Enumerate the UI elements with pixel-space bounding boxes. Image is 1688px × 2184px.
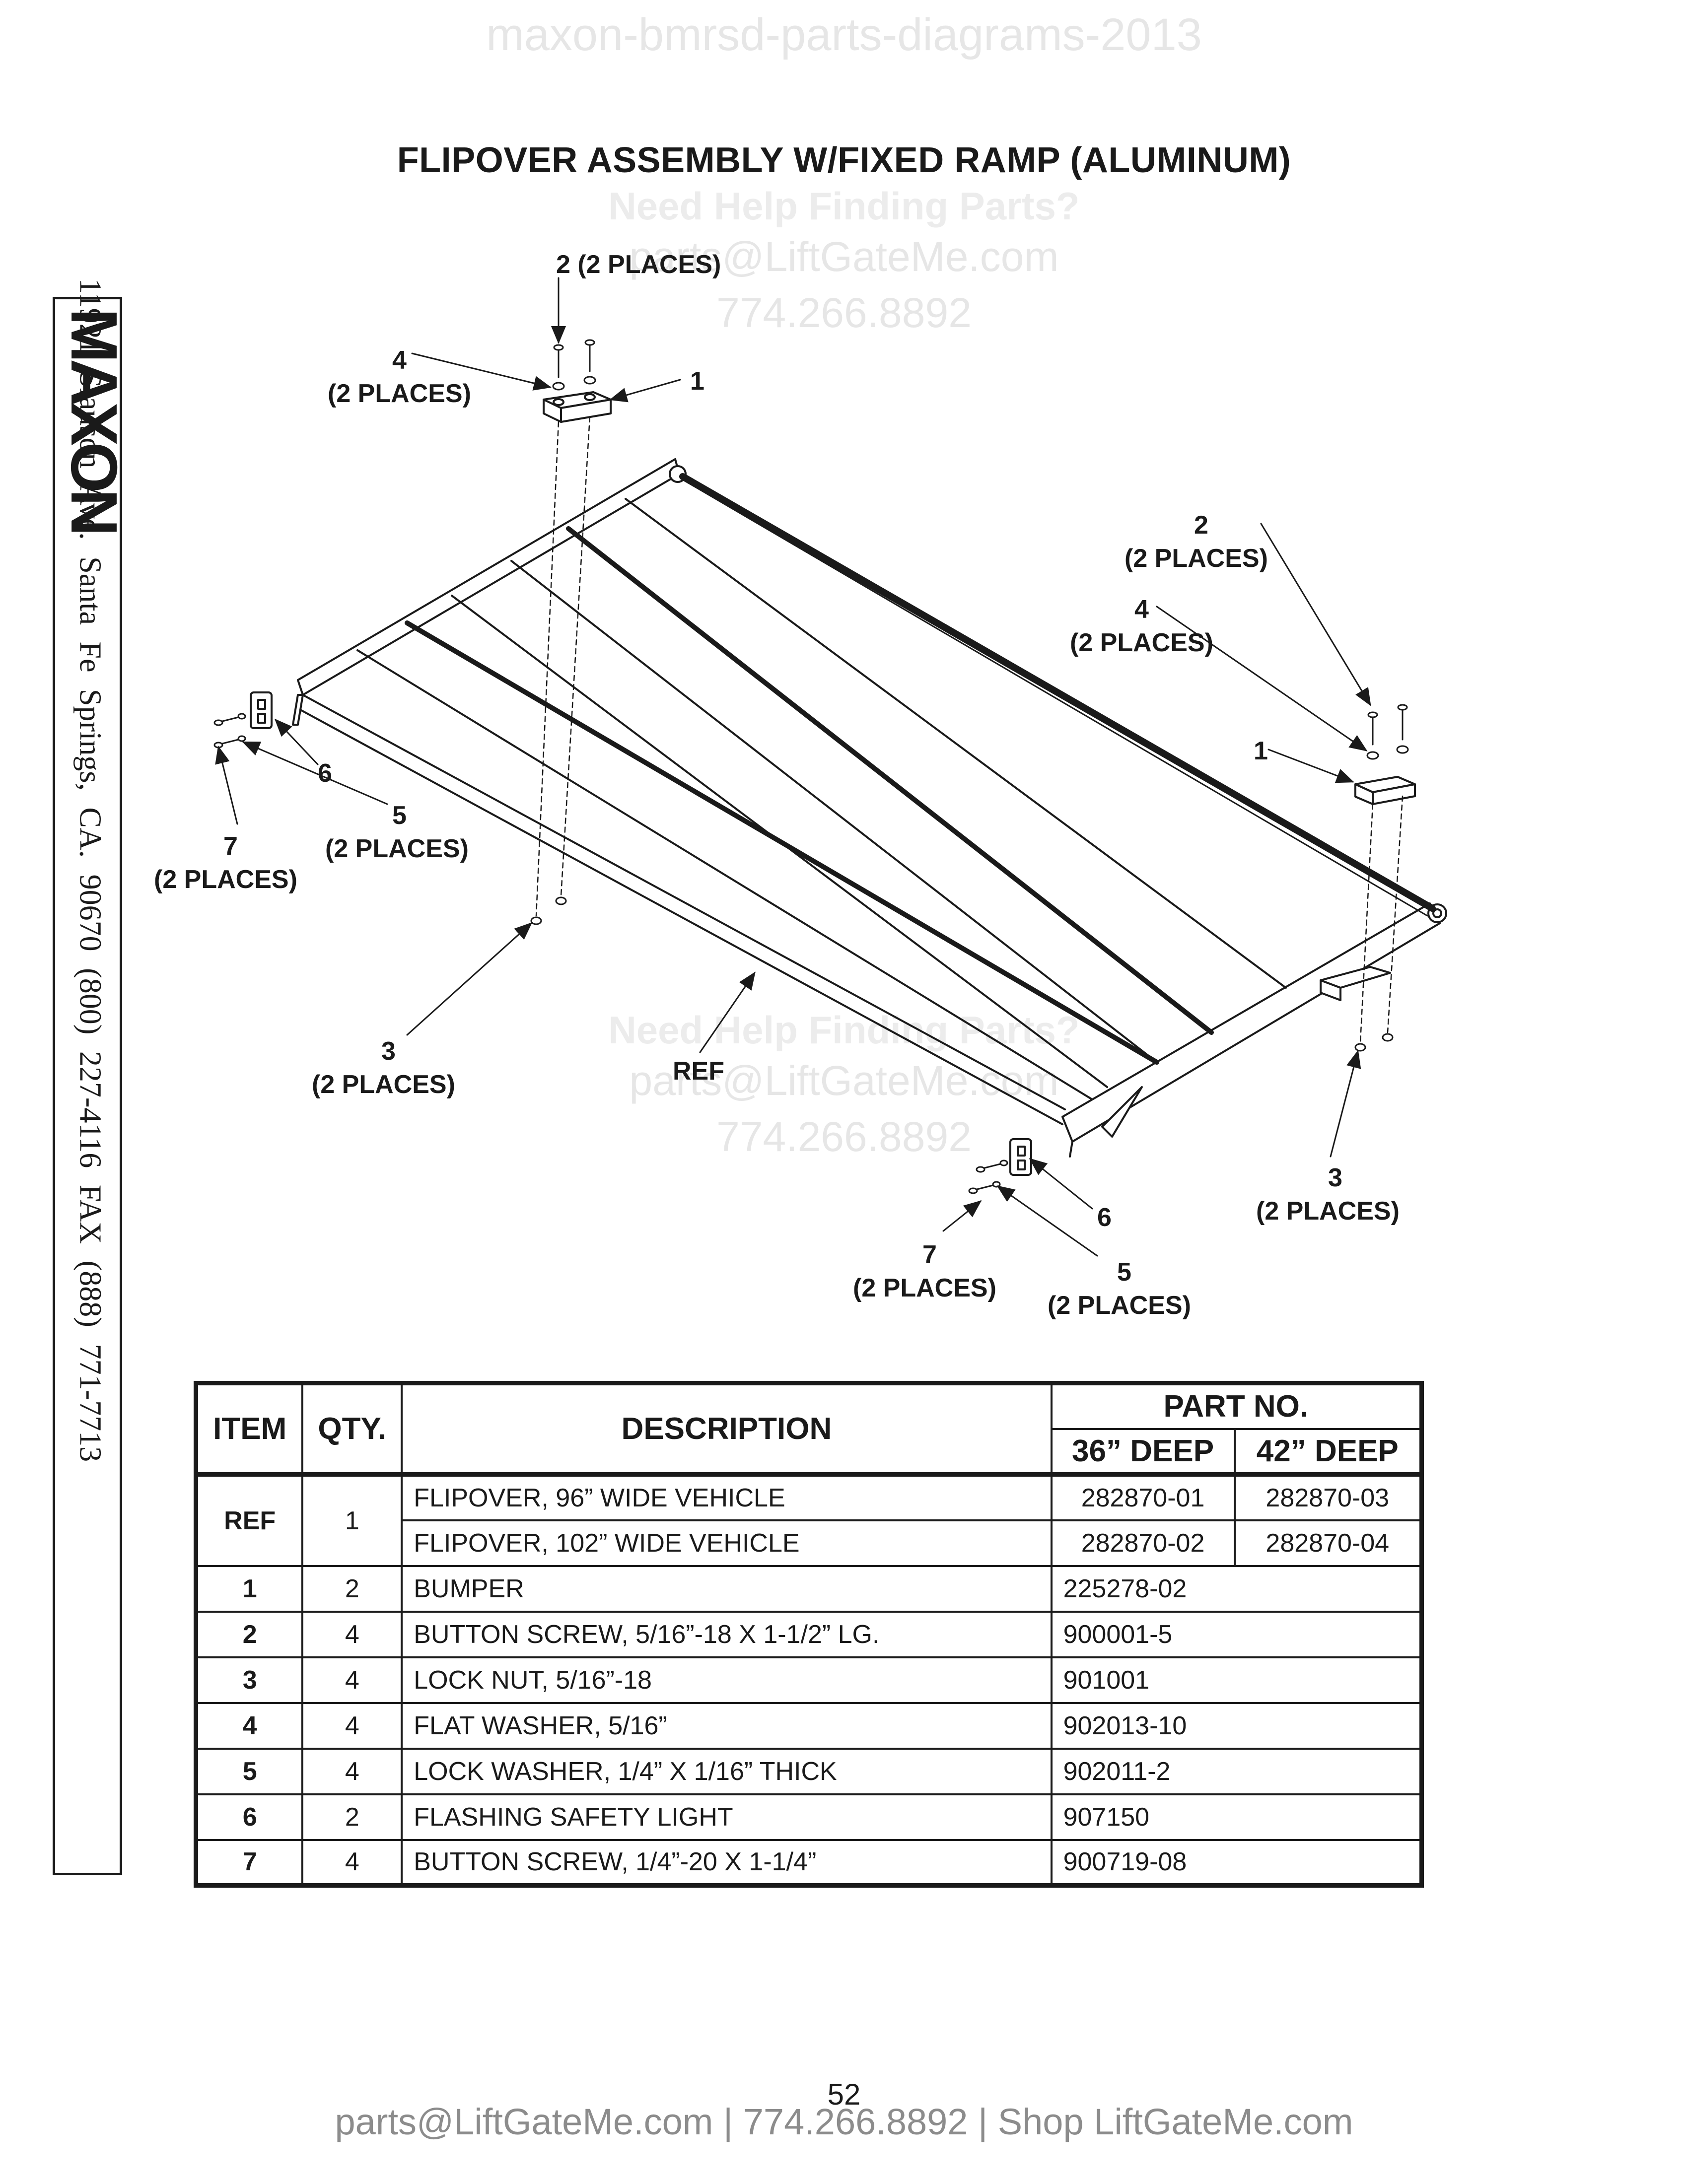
cell-qty: 2 [301,1565,403,1613]
cell-description: FLASHING SAFETY LIGHT [401,1793,1053,1841]
cell-item: 5 [195,1747,304,1795]
cell-description: BUMPER [401,1565,1053,1613]
dashed-leaders-right [1359,795,1404,1043]
bumper-top [543,391,612,423]
watermark-email: parts@LiftGateMe.com [629,1057,1059,1104]
table-row: 3 4 LOCK NUT, 5/16”-18 901001 [195,1656,1423,1704]
cell-part: 902011-2 [1050,1747,1423,1795]
callout-4-left: 4 (2 PLACES) [328,346,471,408]
watermark-help: Need Help Finding Parts? [608,184,1080,228]
registered-mark: ® [94,549,106,551]
cell-description: LOCK WASHER, 1/4” X 1/16” THICK [401,1747,1053,1795]
watermark-email: parts@LiftGateMe.com [629,233,1059,280]
cell-part: 900001-5 [1050,1610,1423,1658]
cell-item: 3 [195,1656,304,1704]
table-header-row: ITEM QTY. DESCRIPTION PART NO. [195,1382,1423,1476]
table-row: 1 2 BUMPER 225278-02 [195,1565,1423,1613]
table-row: 7 4 BUTTON SCREW, 1/4”-20 X 1-1/4” 90071… [195,1839,1423,1887]
cell-part-42: 282870-04 [1233,1519,1423,1567]
callout-2-top: 2 (2 PLACES) [556,250,721,279]
cell-description: BUTTON SCREW, 5/16”-18 X 1-1/2” LG. [401,1610,1053,1658]
footer-contact: parts@LiftGateMe.com | 774.266.8892 | Sh… [335,2101,1353,2142]
cell-description: LOCK NUT, 5/16”-18 [401,1656,1053,1704]
watermark-phone: 774.266.8892 [716,289,972,337]
table-row: 4 4 FLAT WASHER, 5/16” 902013-10 [195,1702,1423,1750]
cell-description: FLIPOVER, 96” WIDE VEHICLE [401,1473,1053,1521]
cell-qty: 2 [301,1793,403,1841]
cell-description: FLAT WASHER, 5/16” [401,1702,1053,1750]
cell-qty: 4 [301,1702,403,1750]
cell-item: REF [195,1473,304,1567]
callout-1-top: 1 [690,367,704,396]
dashed-leaders-top [535,416,591,917]
bumper-right [1354,776,1416,805]
callout-4-right: 4 (2 PLACES) [1070,595,1213,657]
callout-1-right: 1 [1254,737,1268,765]
cell-item: 2 [195,1610,304,1658]
callout-6-left: 6 [318,759,332,788]
cell-part: 907150 [1050,1793,1423,1841]
cell-description: FLIPOVER, 102” WIDE VEHICLE [401,1519,1053,1567]
header-36-deep: 36” DEEP [1050,1428,1236,1476]
cell-item: 4 [195,1702,304,1750]
callout-6-right: 6 [1097,1203,1112,1232]
cell-part-36: 282870-01 [1050,1473,1236,1521]
watermark-phone: 774.266.8892 [716,1113,972,1160]
table-row: FLIPOVER, 102” WIDE VEHICLE 282870-02 28… [196,1519,1423,1567]
cell-part: 901001 [1050,1656,1423,1704]
screws-top [552,339,596,391]
table-row: 6 2 FLASHING SAFETY LIGHT 907150 [195,1793,1423,1841]
screws-right [1366,704,1409,760]
callout-5-left: 5 (2 PLACES) [325,801,469,863]
cell-qty: 4 [301,1839,403,1887]
callout-5-right: 5 (2 PLACES) [1048,1258,1191,1320]
cell-item: 7 [195,1839,304,1887]
page-number: 52 [827,2078,861,2111]
safety-light-left [250,691,273,729]
callout-7-right: 7 (2 PLACES) [853,1240,996,1302]
callout-7-left: 7 (2 PLACES) [154,832,297,894]
table-row: REF 1 FLIPOVER, 96” WIDE VEHICLE 282870-… [195,1473,1423,1567]
callout-leaders [215,277,1371,1257]
page-title: FLIPOVER ASSEMBLY W/FIXED RAMP (ALUMINUM… [397,140,1291,180]
nuts-left [530,896,567,925]
safety-light-right [1009,1138,1032,1176]
cell-part: 225278-02 [1050,1565,1423,1613]
cell-description: BUTTON SCREW, 1/4”-20 X 1-1/4” [401,1839,1053,1887]
svg-text:MAXON: MAXON [59,308,119,532]
watermark-block-lower: Need Help Finding Parts? parts@LiftGateM… [496,1008,1192,1165]
callout-3-left: 3 (2 PLACES) [312,1037,455,1099]
cell-part: 902013-10 [1050,1702,1423,1750]
right-mount-block [1320,966,1391,1001]
cell-part: 900719-08 [1050,1839,1423,1887]
screws-light-left [213,713,246,749]
sidebar: MAXON ® 11921 Slauson Ave. Santa Fe Spri… [53,278,122,1875]
callout-ref: REF [673,1057,724,1086]
cell-qty: 4 [301,1656,403,1704]
header-part-no: PART NO. [1050,1382,1423,1430]
cell-item: 6 [195,1793,304,1841]
header-qty: QTY. [301,1382,403,1476]
table-row: 5 4 LOCK WASHER, 1/4” X 1/16” THICK 9020… [195,1747,1423,1795]
header-42-deep: 42” DEEP [1233,1428,1423,1476]
cell-part-42: 282870-03 [1233,1473,1423,1521]
header-item: ITEM [195,1382,304,1476]
maxon-logo: MAXON ® [59,308,119,551]
cell-qty: 4 [301,1747,403,1795]
cell-part-36: 282870-02 [1050,1519,1236,1567]
header-description: DESCRIPTION [401,1382,1053,1476]
watermark-top: maxon-bmrsd-parts-diagrams-2013 [486,9,1202,60]
table-subheader-row: 36” DEEP 42” DEEP [196,1428,1423,1476]
ramp-slats [356,473,1436,1100]
table-row: 2 4 BUTTON SCREW, 5/16”-18 X 1-1/2” LG. … [195,1610,1423,1658]
watermark-block-upper: Need Help Finding Parts? parts@LiftGateM… [496,184,1192,341]
callout-3-right: 3 (2 PLACES) [1256,1163,1400,1226]
cell-qty: 4 [301,1610,403,1658]
callout-2-right: 2 (2 PLACES) [1125,511,1268,573]
cell-item: 1 [195,1565,304,1613]
cell-qty: 1 [301,1473,403,1567]
parts-table: ITEM QTY. DESCRIPTION PART NO. 36” DEEP … [194,1381,1424,1888]
flipover-diagram [213,277,1447,1257]
